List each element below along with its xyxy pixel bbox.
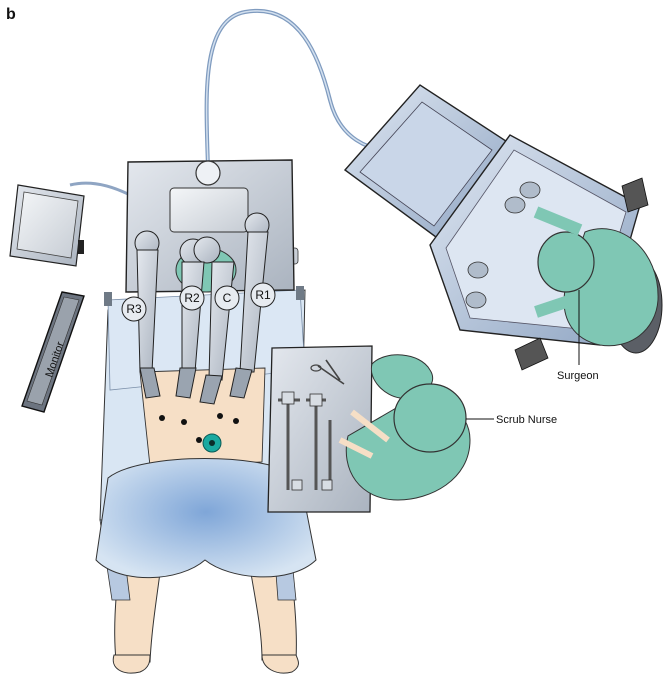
monitor: Monitor: [21, 291, 85, 413]
arm-label-r2: R2: [184, 291, 200, 305]
surgeon-label: Surgeon: [557, 370, 599, 382]
instrument-tray: [267, 345, 373, 513]
monitor-cable: [69, 181, 131, 197]
surgeon-figure: [533, 206, 659, 365]
arm-label-r3: R3: [126, 302, 142, 316]
scrub-nurse-figure: [338, 354, 494, 501]
scrub-nurse-label: Scrub Nurse: [496, 414, 557, 426]
port-sites: [159, 413, 239, 453]
lower-drape: [95, 458, 317, 579]
arm-label-c: C: [223, 291, 232, 305]
vision-cart-monitor: [9, 184, 85, 267]
robot-arms: R3 R2 C R1: [121, 212, 276, 405]
panel-letter: b: [6, 6, 16, 23]
arm-label-r1: R1: [255, 288, 271, 302]
